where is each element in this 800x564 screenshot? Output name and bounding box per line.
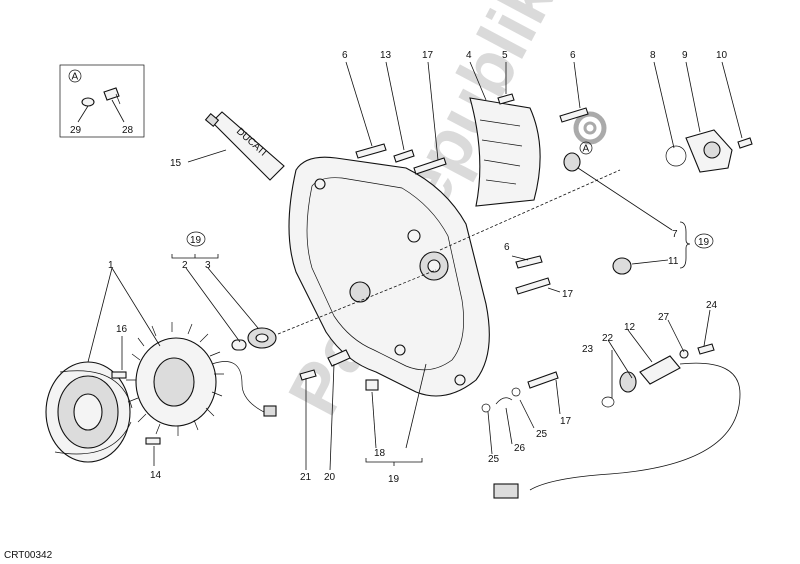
grease-tube: DUCATI	[187, 111, 285, 181]
pickup-sensor	[493, 343, 741, 499]
group-brackets	[171, 221, 691, 466]
callout-6c: 6	[504, 242, 510, 253]
callout-7: 7	[672, 229, 678, 240]
callout-16: 16	[116, 324, 128, 335]
callout-13: 13	[380, 50, 392, 61]
callout-labels: 6 13 17 4 5 6 8 9 10 29 28 15 7 11 6 17 …	[70, 50, 728, 485]
svg-text:19: 19	[190, 235, 202, 246]
group-marker-19-right: 19	[694, 233, 714, 249]
callout-26: 26	[514, 443, 526, 454]
callout-6a: 6	[342, 50, 348, 61]
wire-clips	[481, 387, 521, 413]
callout-29: 29	[70, 125, 82, 136]
stator-screws	[111, 327, 277, 445]
callout-25a: 25	[536, 429, 548, 440]
callout-24: 24	[706, 300, 718, 311]
stator	[126, 322, 277, 436]
leader-lines	[87, 61, 743, 471]
svg-text:A: A	[583, 144, 590, 155]
callout-2: 2	[182, 260, 188, 271]
callout-22: 22	[602, 333, 614, 344]
callout-17a: 17	[422, 50, 434, 61]
group-marker-19-left: 19	[186, 231, 206, 247]
callout-12: 12	[624, 322, 636, 333]
callout-23: 23	[582, 344, 594, 355]
svg-text:19: 19	[698, 237, 710, 248]
cover-bolts	[299, 93, 589, 391]
callout-9: 9	[682, 50, 688, 61]
callout-6b: 6	[570, 50, 576, 61]
callout-15: 15	[170, 158, 182, 169]
diagram-code: CRT00342	[4, 550, 53, 561]
callout-18: 18	[374, 448, 386, 459]
gear-watermark-icon	[573, 111, 607, 145]
callout-28: 28	[122, 125, 134, 136]
callout-17c: 17	[560, 416, 572, 427]
detail-box-a: A	[59, 64, 145, 138]
inspection-plate	[469, 97, 541, 207]
callout-20: 20	[324, 472, 336, 483]
flywheel-rotor	[45, 361, 133, 463]
callout-11: 11	[668, 256, 679, 267]
callout-25b: 25	[488, 454, 500, 465]
callout-10: 10	[716, 50, 728, 61]
callout-17b: 17	[562, 289, 574, 300]
callout-5: 5	[502, 50, 508, 61]
callout-4: 4	[466, 50, 472, 61]
flange-and-oring	[665, 129, 753, 173]
callout-8: 8	[650, 50, 656, 61]
callout-3: 3	[205, 260, 211, 271]
callout-21: 21	[300, 472, 312, 483]
callout-27: 27	[658, 312, 670, 323]
callout-14: 14	[150, 470, 162, 481]
svg-text:A: A	[72, 72, 79, 83]
callout-19: 19	[388, 474, 400, 485]
plug-and-seal: A	[563, 141, 632, 275]
generator-cover	[288, 156, 490, 397]
callout-1: 1	[108, 260, 114, 271]
